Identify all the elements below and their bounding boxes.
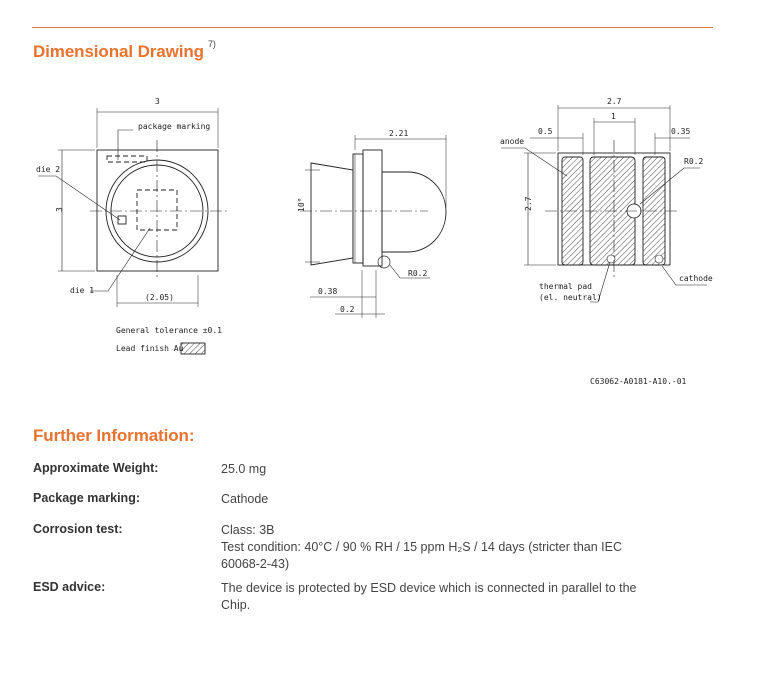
bottom-view	[501, 105, 707, 303]
top-view	[38, 108, 228, 355]
die2-label: die 2	[36, 165, 60, 174]
info-label: ESD advice:	[33, 580, 106, 594]
info-value: Class: 3B Test condition: 40°C / 90 % RH…	[221, 522, 701, 573]
info-line: The device is protected by ESD device wh…	[221, 581, 637, 595]
die1-label: die 1	[70, 286, 94, 295]
dim-inner-label: (2.05)	[145, 293, 174, 302]
package-outline	[96, 149, 219, 272]
lead-finish-label: Lead finish Au	[116, 344, 184, 353]
side-view	[300, 135, 447, 318]
info-value: The device is protected by ESD device wh…	[221, 580, 701, 614]
side-dim-b-label: 0.2	[340, 305, 355, 314]
bottom-dim-width-label: 2.7	[607, 97, 622, 106]
info-line: Class: 3B	[221, 523, 275, 537]
package-marking-label: package marking	[138, 122, 210, 131]
info-line: 25.0 mg	[221, 462, 267, 476]
info-line: 60068-2-43)	[221, 557, 290, 571]
substrate	[352, 153, 364, 264]
info-value: Cathode	[221, 491, 701, 508]
dim-width-label: 3	[155, 97, 160, 106]
side-dim-length-label: 2.21	[389, 129, 408, 138]
lens-dome	[381, 171, 447, 253]
header-rule	[32, 27, 713, 28]
housing	[362, 149, 383, 267]
thermal-pad-note: (el. neutral)	[539, 293, 602, 302]
die-2-marker	[117, 215, 127, 225]
drawing-number: C63062-A0181-A10.-01	[590, 377, 687, 386]
cathode-label: cathode	[679, 274, 713, 283]
info-line: Chip.	[221, 598, 251, 612]
bottom-dim-height-label: 2.7	[524, 196, 533, 211]
info-label: Corrosion test:	[33, 522, 123, 536]
info-label: Approximate Weight:	[33, 461, 159, 475]
side-radius-label: R0.2	[408, 269, 427, 278]
info-line: Test condition: 40°C / 90 % RH / 15 ppm …	[221, 540, 622, 554]
side-dim-a-label: 0.38	[318, 287, 337, 296]
info-line: Cathode	[221, 492, 269, 506]
dimensional-drawing: 3 package marking die 2 3 die 1 (2.05) G…	[36, 97, 713, 386]
tolerance-label: General tolerance ±0.1	[116, 326, 222, 335]
bottom-dim-one-label: 1	[611, 112, 616, 121]
thermal-pad-label: thermal pad	[539, 282, 592, 291]
info-label: Package marking:	[33, 491, 140, 505]
bottom-radius-label: R0.2	[684, 157, 703, 166]
side-radius-circle	[377, 255, 391, 269]
reflector-profile	[310, 162, 354, 266]
dim-height-label: 3	[55, 207, 64, 212]
footnote-marker: 7)	[207, 39, 216, 50]
bottom-dim-left-label: 0.5	[538, 127, 553, 136]
angle-label: 10°	[297, 198, 306, 212]
lead-finish-swatch	[180, 342, 206, 355]
info-value: 25.0 mg	[221, 461, 701, 478]
anode-label: anode	[500, 137, 524, 146]
package-marking-area	[106, 155, 148, 163]
bottom-dim-right-label: 0.35	[671, 127, 690, 136]
info-section-title: Further Information:	[33, 426, 195, 445]
